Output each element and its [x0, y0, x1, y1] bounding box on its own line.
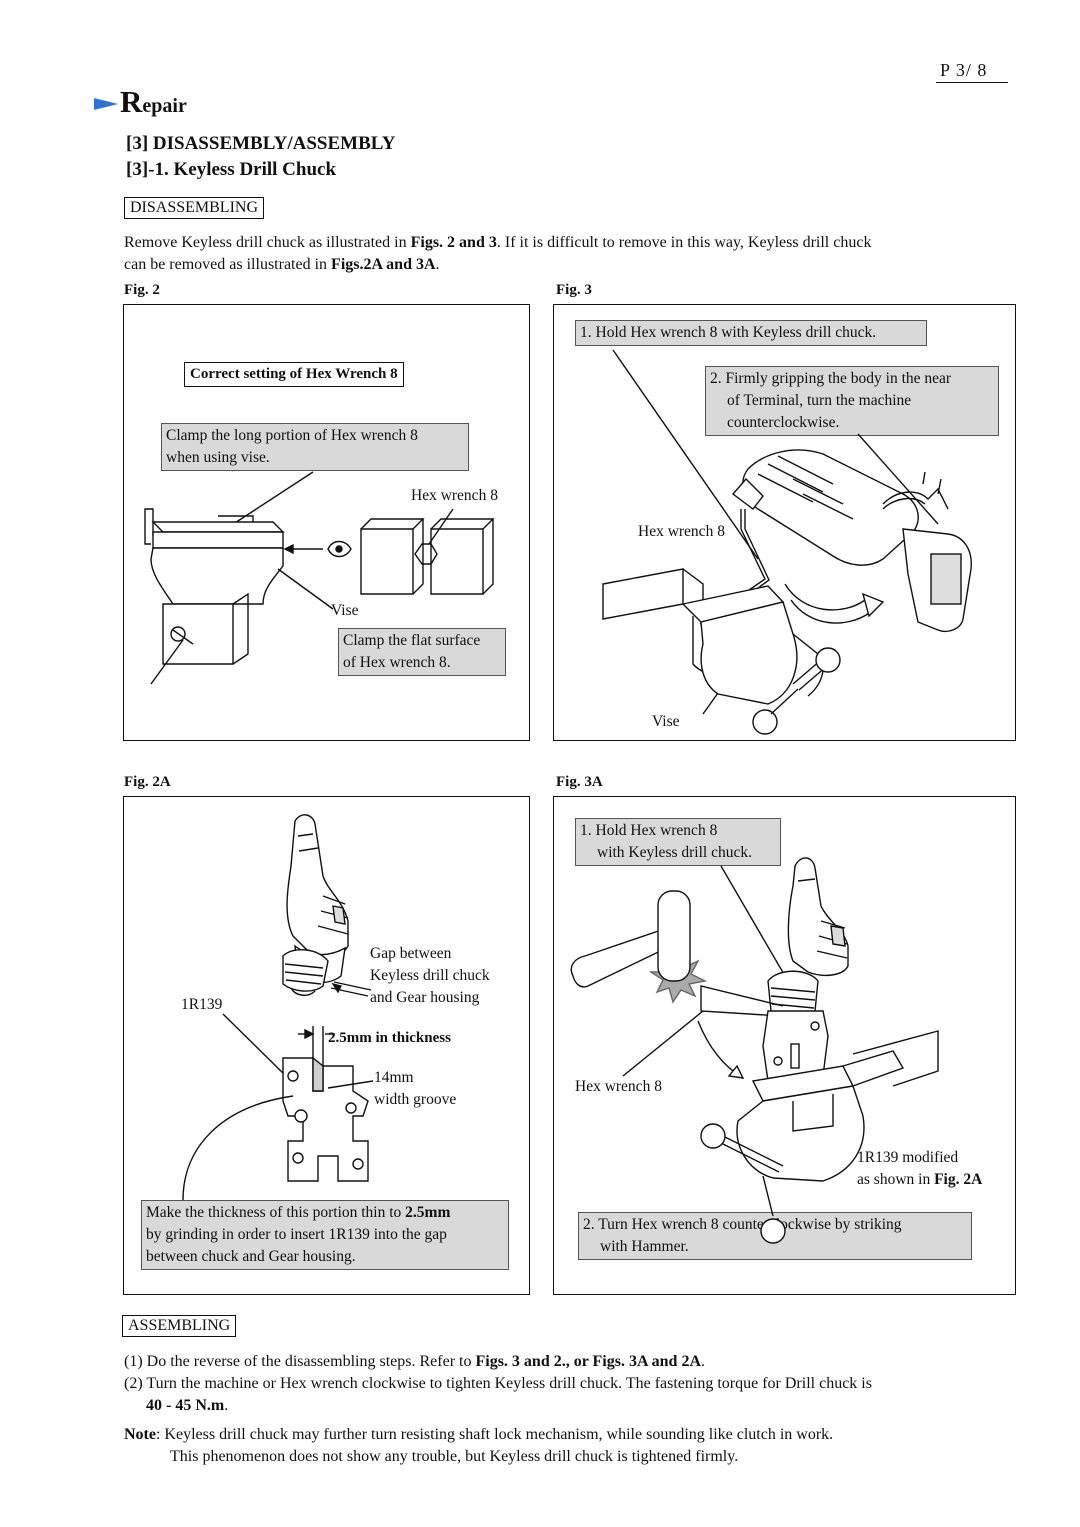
section-repair: Repair: [120, 84, 187, 119]
fig2-vise-label: Vise: [331, 602, 359, 619]
fig2-label: Fig. 2: [124, 282, 160, 298]
subheading-keyless-chuck: [3]-1. Keyless Drill Chuck: [126, 159, 337, 180]
disassembling-intro: Remove Keyless drill chuck as illustrate…: [124, 234, 872, 273]
fig2a-part-label: 1R139: [181, 996, 223, 1013]
pointer-arrow-icon: [94, 98, 118, 110]
page-number: P 3/ 8: [940, 60, 988, 80]
note-paragraph: Note: Keyless drill chuck may further tu…: [124, 1426, 834, 1465]
fig3a-label: Fig. 3A: [556, 774, 603, 790]
fig3-step1: 1. Hold Hex wrench 8 with Keyless drill …: [575, 320, 927, 346]
assembling-step-1: (1) Do the reverse of the disassembling …: [124, 1353, 705, 1370]
fig3a-hammer-illustration: [570, 857, 939, 1244]
fig2a-thickness-label: 2.5mm in thickness: [328, 1030, 451, 1046]
fig3a-modified-label: 1R139 modified as shown in Fig. 2A: [857, 1149, 983, 1188]
fig3-step2: 2. Firmly gripping the body in the near …: [705, 366, 999, 436]
fig2a-note-grind: Make the thickness of this portion thin …: [141, 1200, 509, 1270]
fig3-label: Fig. 3: [556, 282, 592, 298]
fig2-hex-label: Hex wrench 8: [411, 487, 498, 504]
heading-disassembly: [3] DISASSEMBLY/ASSEMBLY: [126, 133, 396, 154]
fig3a-step1: 1. Hold Hex wrench 8 with Keyless drill …: [575, 818, 781, 866]
fig3-hex-label: Hex wrench 8: [638, 523, 725, 540]
page-number-underline: [936, 82, 1008, 83]
fig3-drill-vise-illustration: [602, 349, 972, 735]
fig3-vise-label: Vise: [652, 713, 680, 730]
fig2-title-box: Correct setting of Hex Wrench 8: [184, 362, 404, 387]
assembling-tag: ASSEMBLING: [122, 1315, 237, 1337]
assembling-step-2: (2) Turn the machine or Hex wrench clock…: [124, 1375, 872, 1414]
fig2a-plate-illustration: [182, 814, 374, 1201]
fig2-vise-illustration: [144, 471, 495, 685]
disassembling-tag: DISASSEMBLING: [124, 197, 265, 219]
fig3a-hex-label: Hex wrench 8: [575, 1078, 662, 1095]
fig2a-label: Fig. 2A: [124, 774, 171, 790]
